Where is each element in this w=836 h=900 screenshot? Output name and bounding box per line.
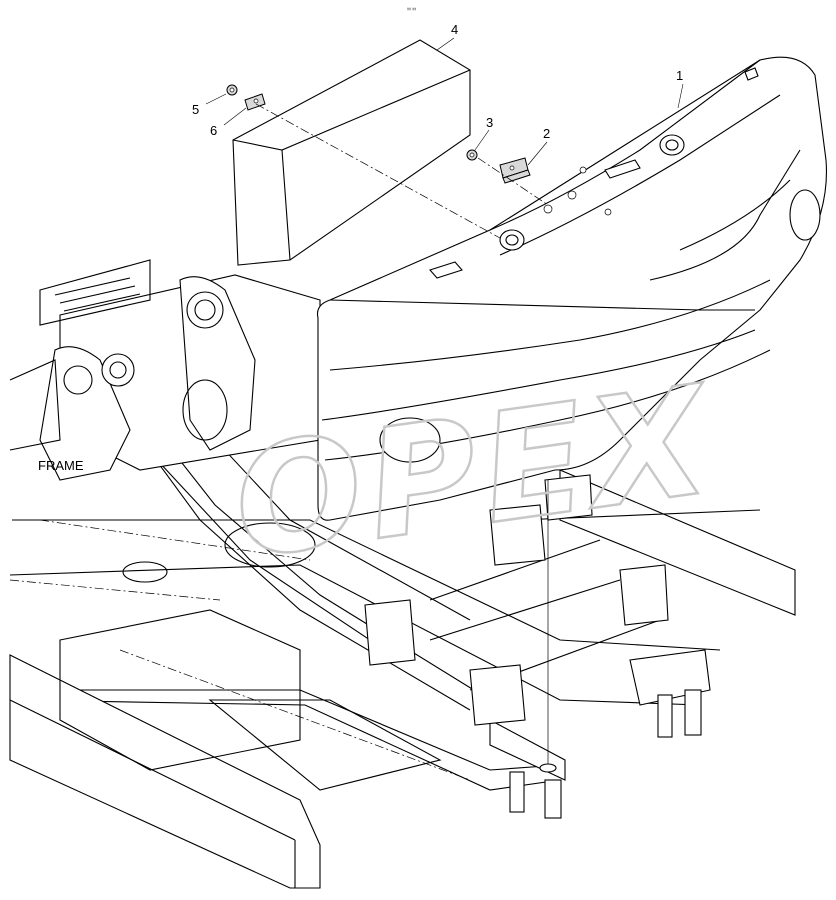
callout-4: 4 bbox=[436, 22, 458, 51]
callout-6-label: 6 bbox=[210, 123, 217, 138]
cover-box bbox=[232, 39, 471, 266]
frame-label: FRAME bbox=[38, 458, 84, 473]
callout-5: 5 bbox=[192, 93, 227, 117]
counterweight bbox=[316, 56, 827, 773]
callout-3: 3 bbox=[474, 115, 493, 151]
callout-5-label: 5 bbox=[192, 102, 199, 117]
hardware bbox=[226, 84, 549, 239]
callout-3-label: 3 bbox=[486, 115, 493, 130]
callout-4-label: 4 bbox=[451, 22, 458, 37]
boom-mount bbox=[9, 259, 321, 481]
callout-1-label: 1 bbox=[676, 68, 683, 83]
header-mark: ㎜ ㎜ bbox=[407, 6, 416, 11]
callout-1: 1 bbox=[676, 68, 684, 109]
callout-6: 6 bbox=[210, 107, 247, 138]
callout-2: 2 bbox=[527, 126, 550, 166]
callout-2-label: 2 bbox=[543, 126, 550, 141]
